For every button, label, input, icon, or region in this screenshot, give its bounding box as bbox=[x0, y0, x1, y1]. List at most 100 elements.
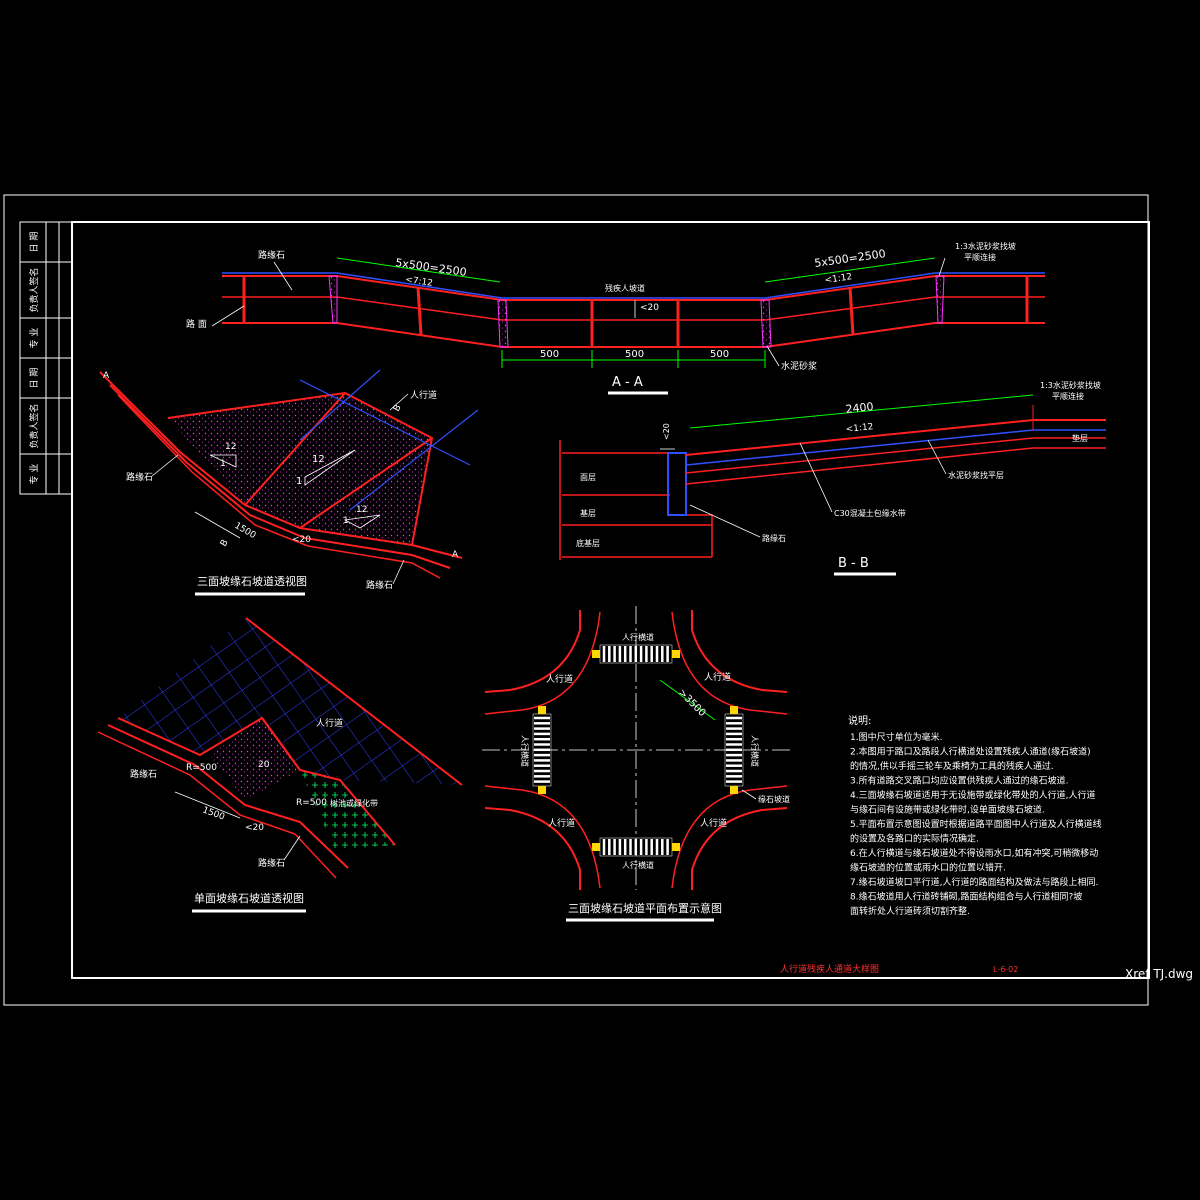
plan-crosswalk-top: 人行横道 bbox=[622, 632, 654, 642]
p3-dim-20: <20 bbox=[292, 535, 311, 545]
aa-bottom-dim-1: 500 bbox=[540, 349, 559, 360]
plan-crosswalk-bottom: 人行横道 bbox=[622, 860, 654, 870]
side-label-6: 专 业 bbox=[28, 464, 40, 485]
curb-ramp-marker bbox=[538, 786, 546, 794]
aa-dim-drop: <20 bbox=[640, 303, 659, 313]
p3-slope-12a: 12 bbox=[225, 442, 236, 452]
notes-line: 与缘石间有设施带或绿化带时,设单面坡缘石坡道. bbox=[850, 804, 1045, 816]
notes-line: 面转折处人行道砖须切割齐整. bbox=[850, 905, 970, 917]
plan-crosswalk-left: 人行横道 bbox=[520, 735, 530, 767]
p3-cut-b-top: B bbox=[392, 403, 404, 413]
curb-ramp-marker bbox=[592, 843, 600, 851]
ps-label-curb: 路缘石 bbox=[130, 768, 157, 780]
ps-label-sidewalk: 人行道 bbox=[316, 717, 343, 729]
p3-title: 三面坡缘石坡道透视图 bbox=[197, 574, 307, 588]
bb-label-base2: 基层 bbox=[580, 508, 596, 518]
section-aa: 5x500=2500 5x500=2500 <7:12 <1:12 路缘石 路 … bbox=[186, 241, 1045, 395]
aa-label-smooth: 1:3水泥砂浆找坡 bbox=[955, 241, 1016, 251]
curb-ramp-marker bbox=[730, 786, 738, 794]
bb-label-curb: 路缘石 bbox=[762, 533, 786, 543]
bb-label-subbase: 底基层 bbox=[576, 538, 600, 548]
side-label-5: 负责人签名 bbox=[28, 403, 40, 448]
bb-label-protect: 水泥砂浆找平层 bbox=[948, 470, 1004, 480]
plan-title: 三面坡缘石坡道平面布置示意图 bbox=[568, 901, 722, 915]
plan-label-curb: 缘石坡道 bbox=[758, 794, 790, 804]
ps-dim-20: <20 bbox=[245, 823, 264, 833]
bb-label-concrete: C30混凝土包缘水带 bbox=[834, 508, 906, 518]
aa-label-road: 路 面 bbox=[186, 318, 207, 330]
plan-sidewalk-bl: 人行道 bbox=[548, 817, 575, 829]
notes-line: 5.平面布置示意图设置时根据道路平面图中人行道及人行横道线 bbox=[850, 818, 1102, 830]
aa-title: A - A bbox=[612, 375, 643, 390]
curb-ramp-marker bbox=[592, 650, 600, 658]
plan-layout: 人行横道 人行横道 人行横道 人行横道 人行道 人行道 人行道 人行道 >350… bbox=[482, 606, 790, 922]
section-bb: 2400 <1:12 <20 1:3水泥砂浆找坡 平顺连接 垫层 面层 基层 底… bbox=[559, 380, 1106, 576]
p3-cut-a-left: A bbox=[103, 371, 110, 381]
bb-dim-20: <20 bbox=[662, 423, 671, 440]
bb-label-base: 垫层 bbox=[1072, 433, 1088, 443]
drawing-name: 人行道残疾人通道大样图 bbox=[780, 963, 879, 975]
ps-title: 单面坡缘石坡道透视图 bbox=[194, 891, 304, 905]
notes-line: 8.缘石坡道用人行道砖铺砌,路面结构组合与人行道相同?坡 bbox=[850, 891, 1082, 903]
perspective-three: 12 1 12 1 12 1 人行道 B A A B 路缘石 1500 <20 … bbox=[99, 369, 479, 596]
xref-label: Xref TJ.dwg bbox=[1125, 967, 1193, 981]
notes: 说明: 1.图中尺寸单位为毫米. 2.本图用于路口及路段人行横道处设置残疾人通道(… bbox=[848, 714, 1102, 917]
aa-bottom-dim-3: 500 bbox=[710, 349, 729, 360]
drawing-number: L-6-02 bbox=[993, 965, 1018, 974]
p3-label-curb-top: 路缘石 bbox=[126, 471, 153, 483]
bb-label-surface: 面层 bbox=[580, 473, 596, 482]
aa-slope-left: <7:12 bbox=[405, 275, 434, 289]
p3-label-sidewalk: 人行道 bbox=[410, 389, 437, 401]
side-table: 日 期 负责人签名 专 业 日 期 负责人签名 专 业 bbox=[19, 221, 73, 495]
notes-line: 7.缘石坡道坡口平行道,人行道的路面结构及做法与路段上相同. bbox=[850, 876, 1098, 888]
inner-frame bbox=[71, 221, 1150, 979]
aa-label-curb: 路缘石 bbox=[258, 249, 285, 261]
aa-slope-right: <1:12 bbox=[824, 272, 853, 286]
notes-line: 1.图中尺寸单位为毫米. bbox=[850, 731, 942, 743]
ps-r1: R=500 bbox=[186, 763, 217, 773]
p3-slope-1b: 1 bbox=[296, 476, 302, 487]
plan-dim-3500: >3500 bbox=[676, 687, 708, 719]
bb-slope: <1:12 bbox=[845, 422, 874, 435]
curb-ramp-marker bbox=[730, 706, 738, 714]
p3-slope-12b: 12 bbox=[312, 454, 325, 465]
side-label-1: 日 期 bbox=[29, 232, 40, 253]
p3-label-curb-bottom: 路缘石 bbox=[366, 579, 393, 591]
perspective-single: 人行道 R=500 R=500 20 树池或绿化带 路缘石 1500 <20 路… bbox=[97, 617, 463, 913]
p3-cut-a-right: A bbox=[452, 550, 459, 560]
notes-line: 4.三面坡缘石坡道适用于无设施带或绿化带处的人行道,人行道 bbox=[850, 789, 1095, 801]
curb-ramp-marker bbox=[672, 843, 680, 851]
p3-slope-12c: 12 bbox=[356, 505, 367, 515]
ps-label-curb2: 路缘石 bbox=[258, 857, 285, 869]
ps-r2: R=500 bbox=[296, 798, 327, 808]
ps-dim-20b: 20 bbox=[258, 760, 270, 770]
notes-heading: 说明: bbox=[848, 714, 871, 727]
aa-bottom-dim-2: 500 bbox=[625, 349, 644, 360]
notes-line: 的设置及各路口的实际情况确定. bbox=[850, 833, 979, 845]
ps-dim-1500: 1500 bbox=[201, 805, 226, 822]
plan-sidewalk-br: 人行道 bbox=[700, 817, 727, 829]
side-label-4: 日 期 bbox=[29, 368, 40, 389]
p3-slope-1a: 1 bbox=[220, 459, 226, 469]
plan-sidewalk-tl: 人行道 bbox=[546, 673, 573, 685]
notes-line: 缘石坡道的位置或雨水口的位置以错开. bbox=[850, 862, 1006, 874]
aa-label-mortar: 水泥砂浆 bbox=[781, 360, 817, 372]
notes-line: 6.在人行横道与缘石坡道处不得设雨水口,如有冲突,可稍微移动 bbox=[850, 847, 1098, 859]
notes-line: 的情况,供以手摇三轮车及乘椅为工具的残疾人通过. bbox=[850, 760, 1054, 772]
crosswalk-stripes bbox=[534, 646, 742, 855]
p3-slope-1c: 1 bbox=[343, 516, 349, 526]
curb-ramp-marker bbox=[538, 706, 546, 714]
notes-line: 3.所有道路交叉路口均应设置供残疾人通过的缘石坡道. bbox=[850, 775, 1068, 787]
plan-crosswalk-right: 人行横道 bbox=[750, 735, 760, 767]
side-label-3: 专 业 bbox=[28, 328, 40, 349]
notes-line: 2.本图用于路口及路段人行横道处设置残疾人通道(缘石坡道) bbox=[850, 746, 1091, 758]
bb-title: B - B bbox=[838, 556, 869, 571]
p3-cut-b-bottom: B bbox=[219, 538, 231, 548]
plan-sidewalk-tr: 人行道 bbox=[704, 671, 731, 683]
side-label-2: 负责人签名 bbox=[28, 267, 40, 312]
ps-label-green: 树池或绿化带 bbox=[330, 798, 378, 808]
bb-dim-2400: 2400 bbox=[845, 400, 874, 416]
aa-label-passage: 残疾人坡道 bbox=[605, 283, 645, 293]
curb-ramp-marker bbox=[672, 650, 680, 658]
